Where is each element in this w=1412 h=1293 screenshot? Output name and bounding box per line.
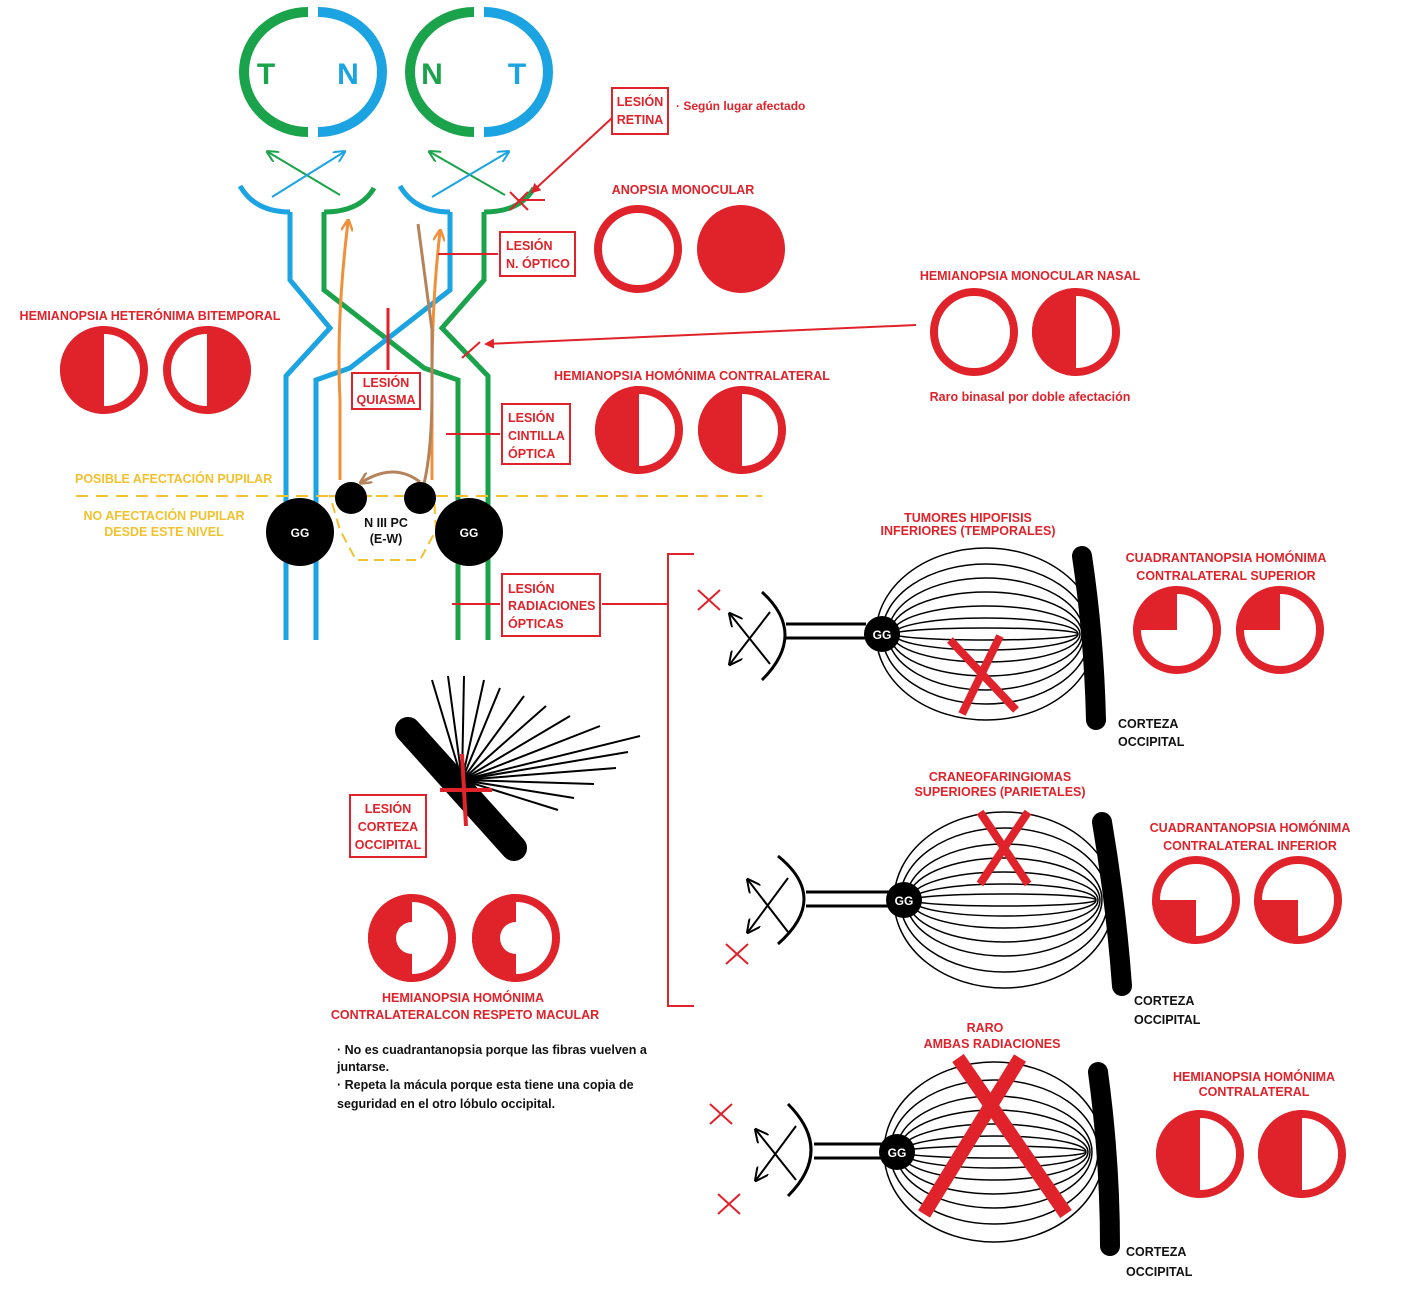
right-eye: N T: [410, 12, 548, 132]
field-homonymous-tract: [595, 386, 782, 474]
lesion-retina-line1: LESIÓN: [617, 94, 664, 109]
lesion-optic-tract-line3: ÓPTICA: [508, 446, 555, 461]
field-nasal-monocular: [934, 288, 1116, 376]
left-eye: T N: [244, 12, 382, 132]
cortex-note-line4: seguridad en el otro lóbulo occipital.: [337, 1097, 555, 1111]
label-monocular-anopsia: ANOPSIA MONOCULAR: [612, 183, 755, 197]
radiation-panel-both-defect-line1: HEMIANOPSIA HOMÓNIMA: [1173, 1069, 1335, 1084]
label-bitemporal: HEMIANOPSIA HETERÓNIMA BITEMPORAL: [20, 308, 281, 323]
label-nasal-note: Raro binasal por doble afectación: [930, 390, 1131, 404]
left-eye-temporal-arc: [244, 12, 308, 132]
pretectal-nucleus-left: [335, 482, 367, 514]
radiation-panel-inferior-gg: GG: [895, 894, 914, 908]
field-bitemporal: [60, 326, 251, 414]
label-nasal-monocular: HEMIANOPSIA MONOCULAR NASAL: [920, 269, 1141, 283]
right-eye-nasal-letter: N: [421, 58, 443, 91]
radiation-panel-inferior-cause-line2: SUPERIORES (PARIETALES): [914, 785, 1085, 799]
radiation-panel-superior-cause-line1: TUMORES HIPOFISIS: [904, 511, 1032, 525]
lesion-cortex-line2: CORTEZA: [358, 820, 418, 834]
occipital-cortex-fan: [408, 676, 640, 848]
radiation-panel-both-gg: GG: [888, 1146, 907, 1160]
lesion-optic-nerve-line2: N. ÓPTICO: [506, 256, 570, 271]
radiation-panel-both-cortex-line1: CORTEZA: [1126, 1245, 1186, 1259]
lesion-cortex-line1: LESIÓN: [365, 801, 412, 816]
lesion-chiasm: LESIÓN QUIASMA: [352, 373, 420, 409]
lesion-radiations-line1: LESIÓN: [508, 581, 555, 596]
radiation-panel-superior-defect-line2: CONTRALATERAL SUPERIOR: [1136, 569, 1315, 583]
radiation-panel-superior-gg: GG: [873, 628, 892, 642]
pupillary-affected-label: POSIBLE AFECTACIÓN PUPILAR: [75, 471, 272, 486]
radiation-panel-both-defect-line2: CONTRALATERAL: [1199, 1085, 1310, 1099]
radiation-panel-inferior-cortex-line2: OCCIPITAL: [1134, 1013, 1201, 1027]
label-homonymous-tract: HEMIANOPSIA HOMÓNIMA CONTRALATERAL: [554, 368, 830, 383]
pretectal-label-line2: (E-W): [370, 532, 403, 546]
radiation-panel-both-cortex-line2: OCCIPITAL: [1126, 1265, 1193, 1279]
radiation-panel-superior-cortex-line1: CORTEZA: [1118, 717, 1178, 731]
lesion-optic-tract-line2: CINTILLA: [508, 429, 565, 443]
radiation-panel-both: GG RARO AMBAS RADIACIONES HEMIANOPSIA HO…: [710, 1021, 1342, 1279]
lgn-left-label: GG: [291, 526, 310, 540]
radiation-panel-inferior-defect-line2: CONTRALATERAL INFERIOR: [1163, 839, 1337, 853]
pretectal-label-line1: N III PC: [364, 516, 408, 530]
radiation-panel-superior-cause-line2: INFERIORES (TEMPORALES): [880, 524, 1055, 538]
lesion-retina: LESIÓN RETINA · Según lugar afectado: [612, 88, 805, 134]
field-macular-sparing: [368, 894, 556, 982]
radiation-panel-inferior-defect-line1: CUADRANTANOPSIA HOMÓNIMA: [1150, 820, 1351, 835]
radiation-panel-superior-cortex-line2: OCCIPITAL: [1118, 735, 1185, 749]
lesion-optic-nerve: LESIÓN N. ÓPTICO: [500, 232, 575, 276]
lesion-cortex-line3: OCCIPITAL: [355, 838, 422, 852]
radiation-panel-both-cause-line2: AMBAS RADIACIONES: [924, 1037, 1061, 1051]
radiation-panel-both-cause-line1: RARO: [967, 1021, 1004, 1035]
nuclei: GG GG N III PC (E-W): [266, 482, 503, 566]
right-eye-temporal-letter: T: [508, 58, 526, 91]
light-rays: [268, 152, 508, 197]
field-monocular-anopsia: [598, 205, 785, 293]
left-eye-nasal-letter: N: [337, 58, 359, 91]
lesion-optic-tract-line1: LESIÓN: [508, 410, 555, 425]
radiation-panel-superior: GG TUMORES HIPOFISIS INFERIORES (TEMPORA…: [698, 511, 1326, 749]
radiation-panel-superior-defect-line1: CUADRANTANOPSIA HOMÓNIMA: [1126, 550, 1327, 565]
radiation-panel-inferior: GG CRANEOFARINGIOMAS SUPERIORES (PARIETA…: [726, 770, 1350, 1027]
cortex-note-line2: juntarse.: [336, 1060, 389, 1074]
lesion-chiasm-line1: LESIÓN: [363, 375, 410, 390]
radiation-panel-inferior-cause-line1: CRANEOFARINGIOMAS: [929, 770, 1071, 784]
left-eye-temporal-letter: T: [257, 58, 275, 91]
cortex-notes: · No es cuadrantanopsia porque las fibra…: [336, 1043, 648, 1111]
lesion-retina-note: · Según lugar afectado: [676, 99, 805, 113]
lesion-cortex: LESIÓN CORTEZA OCCIPITAL: [350, 795, 426, 857]
cortex-note-line3: · Repeta la mácula porque esta tiene una…: [337, 1078, 634, 1092]
lgn-right-label: GG: [460, 526, 479, 540]
lesion-radiations-line3: ÓPTICAS: [508, 616, 564, 631]
radiation-panel-inferior-cortex-line1: CORTEZA: [1134, 994, 1194, 1008]
pupillary-not-affected-line1: NO AFECTACIÓN PUPILAR: [83, 508, 244, 523]
label-macular-sparing-line1: HEMIANOPSIA HOMÓNIMA: [382, 990, 544, 1005]
lesion-optic-nerve-line1: LESIÓN: [506, 238, 553, 253]
lesion-optic-tract: LESIÓN CINTILLA ÓPTICA: [502, 404, 570, 464]
label-macular-sparing-line2: CONTRALATERALCON RESPETO MACULAR: [331, 1008, 599, 1022]
pretectal-nucleus-right: [404, 482, 436, 514]
cortex-note-line1: · No es cuadrantanopsia porque las fibra…: [337, 1043, 648, 1057]
lesion-chiasm-line2: QUIASMA: [356, 393, 415, 407]
lesion-radiations: LESIÓN RADIACIONES ÓPTICAS: [502, 574, 600, 636]
pupillary-not-affected-line2: DESDE ESTE NIVEL: [104, 525, 224, 539]
lesion-radiations-line2: RADIACIONES: [508, 599, 596, 613]
lesion-retina-line2: RETINA: [617, 113, 664, 127]
